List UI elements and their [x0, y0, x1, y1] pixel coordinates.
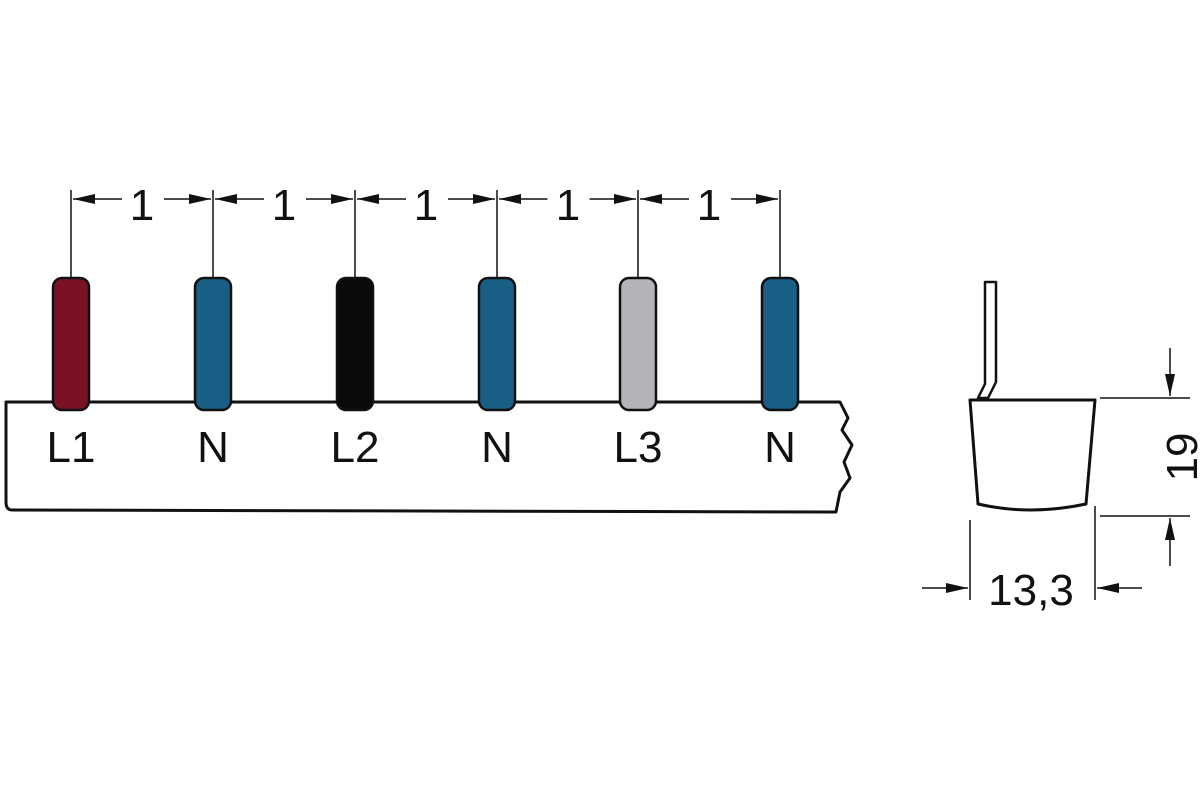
- pin-label-n1: N: [197, 423, 229, 472]
- pins-group: [51, 276, 800, 412]
- side-view-pin: [976, 280, 998, 400]
- pin-label-n2: N: [481, 423, 513, 472]
- side-view: 19 13,3: [922, 280, 1200, 615]
- side-view-body: [968, 398, 1097, 512]
- pin-2: [193, 276, 233, 412]
- busbar-body: [4, 400, 854, 514]
- pin-label-l1: L1: [47, 423, 96, 472]
- pitch-dimensions: [70, 190, 781, 278]
- pin-label-l3: L3: [614, 423, 663, 472]
- pin-1: [51, 276, 91, 412]
- pitch-label-2: 1: [272, 181, 296, 230]
- pin-3: [335, 276, 375, 412]
- pitch-label-3: 1: [414, 181, 438, 230]
- pitch-label-5: 1: [697, 181, 721, 230]
- pin-5: [618, 276, 658, 412]
- pitch-label-1: 1: [130, 181, 154, 230]
- height-label: 19: [1158, 433, 1200, 482]
- pin-label-n3: N: [764, 423, 796, 472]
- pitch-label-4: 1: [556, 181, 580, 230]
- pin-label-l2: L2: [331, 423, 380, 472]
- width-label: 13,3: [988, 566, 1074, 615]
- pin-6: [760, 276, 800, 412]
- pin-4: [477, 276, 517, 412]
